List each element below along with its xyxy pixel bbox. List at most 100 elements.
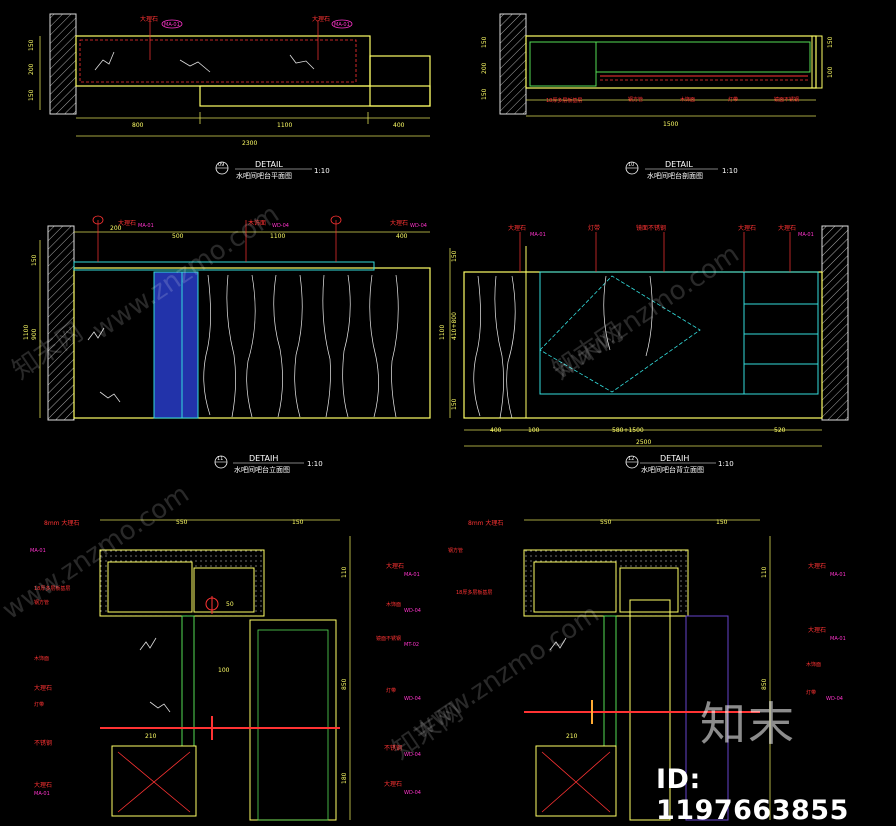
view-title-09: 09 DETAIL 水吧间吧台平面图 1:10: [215, 160, 330, 180]
note-b-r2: 大理石: [808, 626, 826, 634]
note-a-r3-code: MT-02: [404, 642, 419, 648]
dim-detail-a-mid-2: 210: [145, 733, 157, 740]
note-a-5: 大理石: [34, 684, 52, 692]
note-a-r4: 灯带: [386, 687, 396, 694]
note-a-8: 大理石: [34, 781, 52, 789]
dim-plan-a: 800: [132, 122, 144, 129]
note-b-2: 钢方管: [448, 547, 463, 554]
dim-plan-c: 400: [393, 122, 405, 129]
tag-section-4: 灯带: [728, 96, 738, 103]
dim-elev-top-c: 1100: [270, 233, 285, 240]
tag-elev-2-code: WD-04: [272, 223, 289, 229]
dim-detail-a-right-2: 850: [341, 678, 348, 690]
dim-detail-a-mid-1: 100: [218, 667, 230, 674]
dim-back-left-b: 410+800: [451, 312, 458, 340]
dim-detail-b-top-2: 150: [716, 519, 728, 526]
tag-elev-3: 大理石: [390, 219, 408, 227]
note-a-1: 8mm 大理石: [44, 519, 79, 527]
note-a-7: 不锈钢: [34, 739, 52, 747]
view-09-subtitle: 水吧间吧台平面图: [236, 171, 292, 180]
note-a-r6-code: WD-04: [404, 790, 421, 796]
note-b-r4-code: WD-04: [826, 696, 843, 702]
note-a-r2: 木饰面: [386, 601, 401, 608]
dim-section-right-b: 100: [827, 66, 834, 78]
dim-section-bottom: 1500: [663, 121, 678, 128]
view-title-11: 11 DETAIH 水吧间吧台立面图 1:10: [214, 454, 323, 474]
tag-plan-1: 大理石: [140, 15, 158, 23]
dim-plan-b: 1100: [277, 122, 292, 129]
dim-plan-total: 2300: [242, 140, 257, 147]
dim-detail-a-right-3: 180: [341, 772, 348, 784]
note-a-r1-code: MA-01: [404, 572, 420, 578]
tag-back-2: 灯带: [588, 224, 600, 232]
tag-back-1: 大理石: [508, 224, 526, 232]
dim-back-a: 400: [490, 427, 502, 434]
detail-section-b: 550 150 210 110 850 8mm 大理石 钢方管 18厚多层板基层…: [448, 519, 846, 821]
note-b-r1-code: MA-01: [830, 572, 846, 578]
dim-section-right-a: 150: [827, 36, 834, 48]
view-09-code: 09: [218, 162, 224, 168]
view-back-elevation: 400 100 580+1500 520 2500 150 410+800 11…: [439, 224, 849, 447]
tag-plan-2-code: MA-01: [334, 22, 350, 28]
view-12-scale: 1:10: [718, 460, 734, 468]
view-12-code: 12: [628, 456, 634, 462]
note-a-8-code: MA-01: [34, 791, 50, 797]
note-a-6: 灯带: [34, 701, 44, 708]
view-11-scale: 1:10: [307, 460, 323, 468]
dim-detail-b-right-2: 850: [761, 678, 768, 690]
note-a-r2-code: WD-04: [404, 608, 421, 614]
view-09-title: DETAIL: [255, 160, 283, 169]
note-a-4: 木饰面: [34, 655, 49, 662]
tag-plan-1-code: MA-01: [164, 22, 180, 28]
note-a-2: 18厚多层板基层: [34, 585, 70, 592]
view-10-subtitle: 水吧间吧台剖面图: [647, 171, 703, 180]
dim-detail-a-top-1: 550: [176, 519, 188, 526]
dim-back-d: 520: [774, 427, 786, 434]
tag-plan-2: 大理石: [312, 15, 330, 23]
tag-section-2: 钢方管: [628, 96, 643, 103]
note-a-r4-code: WD-04: [404, 696, 421, 702]
view-10-title: DETAIL: [665, 160, 693, 169]
dim-elev-top-b: 500: [172, 233, 184, 240]
dim-elev-top-a: 200: [110, 225, 122, 232]
dim-plan-left-c: 150: [28, 89, 35, 101]
dim-detail-b-mid-1: 210: [566, 733, 578, 740]
dim-plan-left-a: 150: [28, 39, 35, 51]
note-b-r1: 大理石: [808, 562, 826, 570]
note-a-r5-code: WD-04: [404, 752, 421, 758]
view-09-scale: 1:10: [314, 167, 330, 175]
dim-back-left-c: 1100: [439, 325, 446, 340]
view-title-10: 10 DETAIL 水吧间吧台剖面图 1:10: [625, 160, 738, 180]
dim-detail-a-right-1: 110: [341, 566, 348, 578]
view-elevation: 200 500 1100 400 150 900 1100 大理石 MA-01 …: [23, 215, 431, 421]
tag-back-5-code: MA-01: [798, 232, 814, 238]
dim-elev-left-b: 900: [31, 328, 38, 340]
dim-elev-left-c: 1100: [23, 325, 30, 340]
view-11-title: DETAIH: [249, 454, 278, 463]
note-b-1: 8mm 大理石: [468, 519, 503, 527]
tag-elev-1-code: MA-01: [138, 223, 154, 229]
dim-back-left-a: 150: [451, 250, 458, 262]
tag-back-3: 镜面不锈钢: [636, 224, 666, 232]
dim-detail-b-right-1: 110: [761, 566, 768, 578]
dim-detail-a-mid-3: 50: [226, 601, 234, 608]
note-a-r5: 不锈钢: [384, 744, 402, 752]
note-a-r3: 镜面不锈钢: [376, 635, 401, 642]
tag-back-1-code: MA-01: [530, 232, 546, 238]
note-a-r6: 大理石: [384, 780, 402, 788]
dim-back-c: 580+1500: [612, 427, 644, 434]
watermark-text-6: 知末网: [547, 317, 628, 385]
dim-detail-a-top-2: 150: [292, 519, 304, 526]
note-b-r2-code: MA-01: [830, 636, 846, 642]
note-b-r3: 木饰面: [806, 661, 821, 668]
tag-section-1: 18厚多层板基层: [546, 97, 582, 104]
tag-elev-1: 大理石: [118, 219, 136, 227]
view-10-code: 10: [628, 162, 634, 168]
tag-elev-2: 木饰面: [248, 219, 266, 227]
dim-elev-top-d: 400: [396, 233, 408, 240]
view-12-subtitle: 水吧间吧台背立面图: [641, 465, 704, 474]
watermark-diagonal: www.znzmo.com www.znzmo.com www.znzmo.co…: [0, 199, 745, 766]
dim-plan-left-b: 200: [28, 63, 35, 75]
dim-detail-b-top-1: 550: [600, 519, 612, 526]
